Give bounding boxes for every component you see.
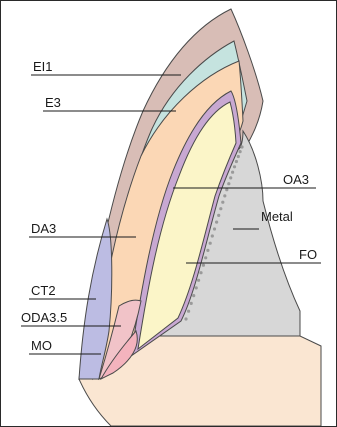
retention-bead [190, 302, 193, 305]
retention-bead [195, 286, 198, 289]
retention-bead [235, 160, 238, 163]
retention-bead [221, 201, 224, 204]
retention-bead [219, 207, 222, 210]
retention-bead [197, 279, 200, 282]
retention-bead [227, 182, 230, 185]
label-mo: MO [31, 338, 52, 353]
retention-bead [215, 221, 218, 224]
retention-bead [204, 256, 207, 259]
retention-bead [192, 294, 195, 297]
retention-bead [202, 264, 205, 267]
retention-bead [199, 271, 202, 274]
label-ct2: CT2 [31, 283, 56, 298]
retention-bead [237, 155, 240, 158]
label-fo: FO [299, 247, 317, 262]
retention-bead [233, 165, 236, 168]
retention-bead [223, 194, 226, 197]
label-oda35: ODA3.5 [21, 310, 67, 325]
label-metal: Metal [261, 209, 293, 224]
retention-bead [184, 317, 187, 320]
retention-bead [211, 234, 214, 237]
retention-bead [229, 176, 232, 179]
label-e3: E3 [45, 95, 61, 110]
retention-bead [217, 214, 220, 217]
retention-bead [213, 227, 216, 230]
retention-bead [209, 242, 212, 245]
retention-bead [225, 188, 228, 191]
retention-bead [231, 171, 234, 174]
retention-bead [206, 249, 209, 252]
label-oa3: OA3 [283, 172, 309, 187]
label-el1: EI1 [33, 59, 53, 74]
label-da3: DA3 [31, 221, 56, 236]
retention-bead [239, 150, 242, 153]
retention-bead [187, 310, 190, 313]
retention-bead [240, 145, 243, 148]
